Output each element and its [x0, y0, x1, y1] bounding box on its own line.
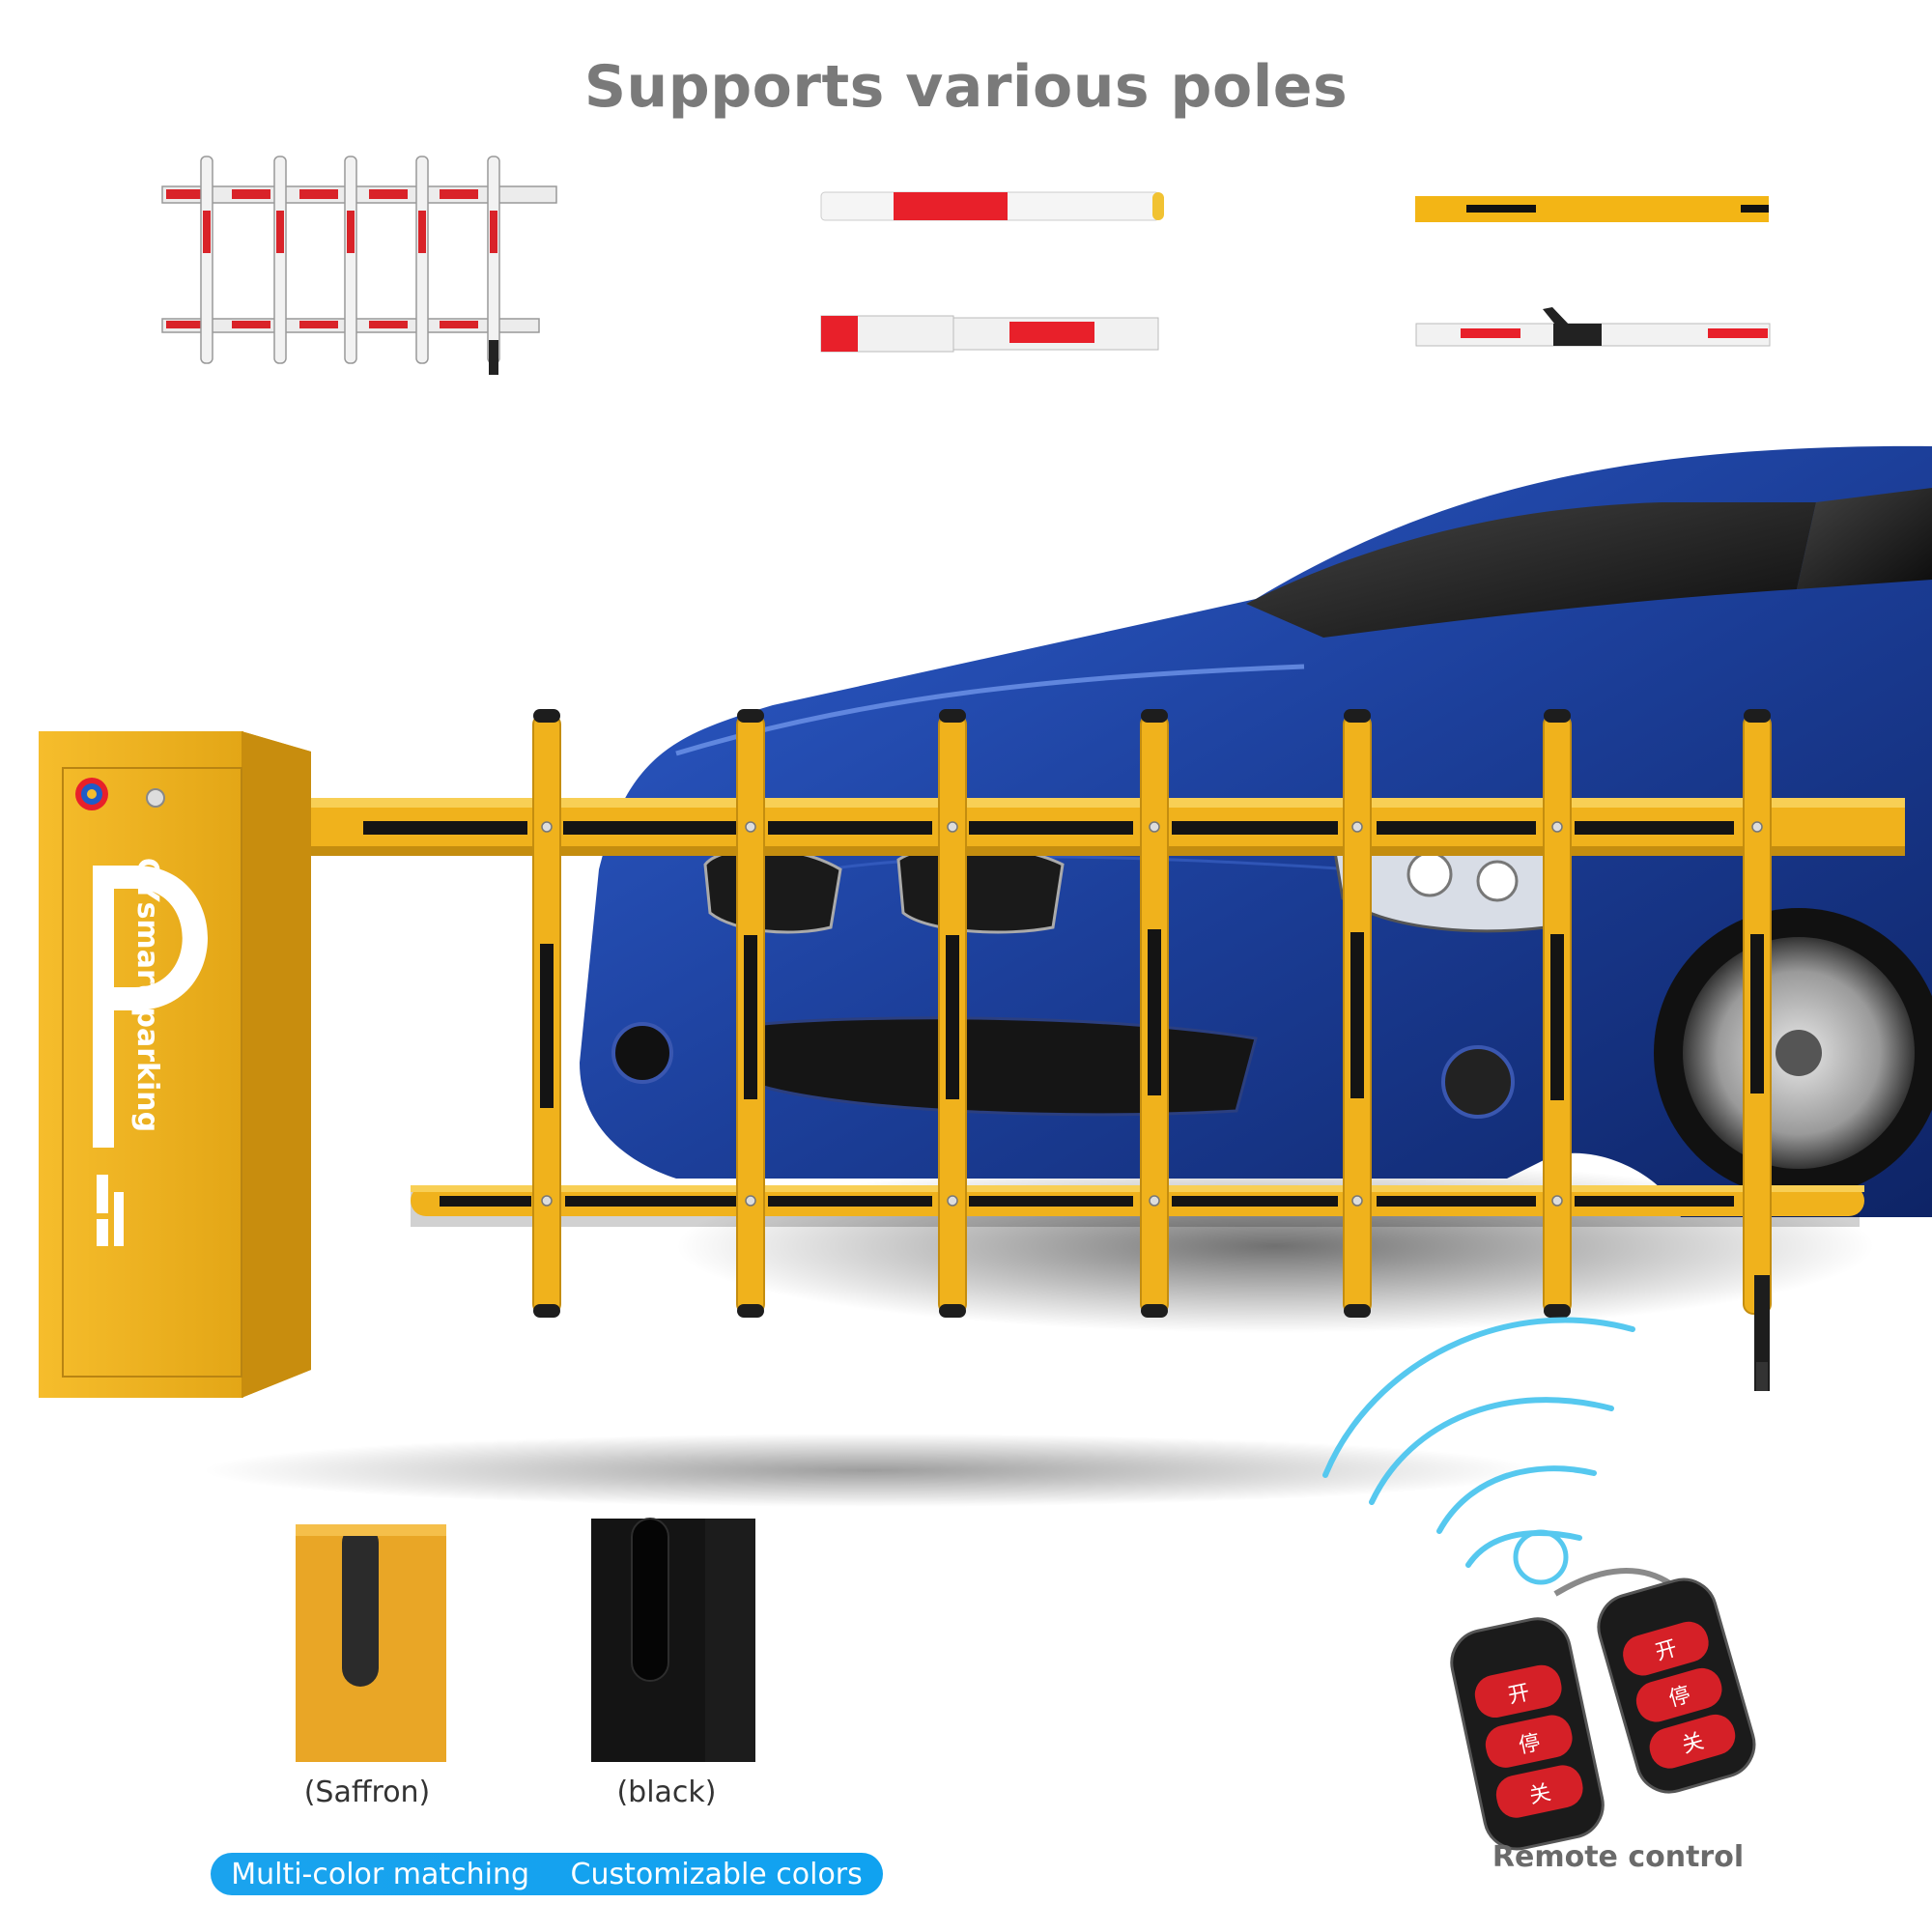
pole-sample-round [820, 191, 1164, 221]
remote-control-label: Remote control [1492, 1840, 1745, 1874]
remote-button-open: 开 [1506, 1681, 1532, 1709]
remote-button-close: 关 [1527, 1780, 1553, 1808]
signal-waves-icon [1322, 1317, 1635, 1585]
pole-sample-folding [1415, 307, 1771, 347]
pill-right-text: Customizable colors [570, 1857, 863, 1891]
brand-logo-icon [75, 778, 108, 810]
pole-sample-fence [161, 156, 557, 375]
pole-sample-telescopic [820, 315, 1159, 353]
saffron-label: (Saffron) [303, 1776, 431, 1809]
pole-sample-yellow [1415, 196, 1769, 222]
barrier-boom-fence [311, 709, 1905, 1391]
black-label: (black) [616, 1776, 717, 1809]
barrier-cabinet: GYsmart parking [39, 731, 311, 1398]
remote-button-stop: 停 [1517, 1731, 1543, 1759]
color-sample-saffron [296, 1524, 446, 1762]
page-title: Supports various poles [583, 53, 1349, 121]
pill-left-text: Multi-color matching [231, 1857, 530, 1891]
cabinet-brand-text: GYsmart parking [130, 858, 164, 1132]
remote-control-icon: 开 停 关 开 停 关 [1450, 1568, 1756, 1851]
color-options-pill: Multi-color matching Customizable colors [211, 1853, 883, 1895]
color-sample-black [591, 1518, 755, 1762]
